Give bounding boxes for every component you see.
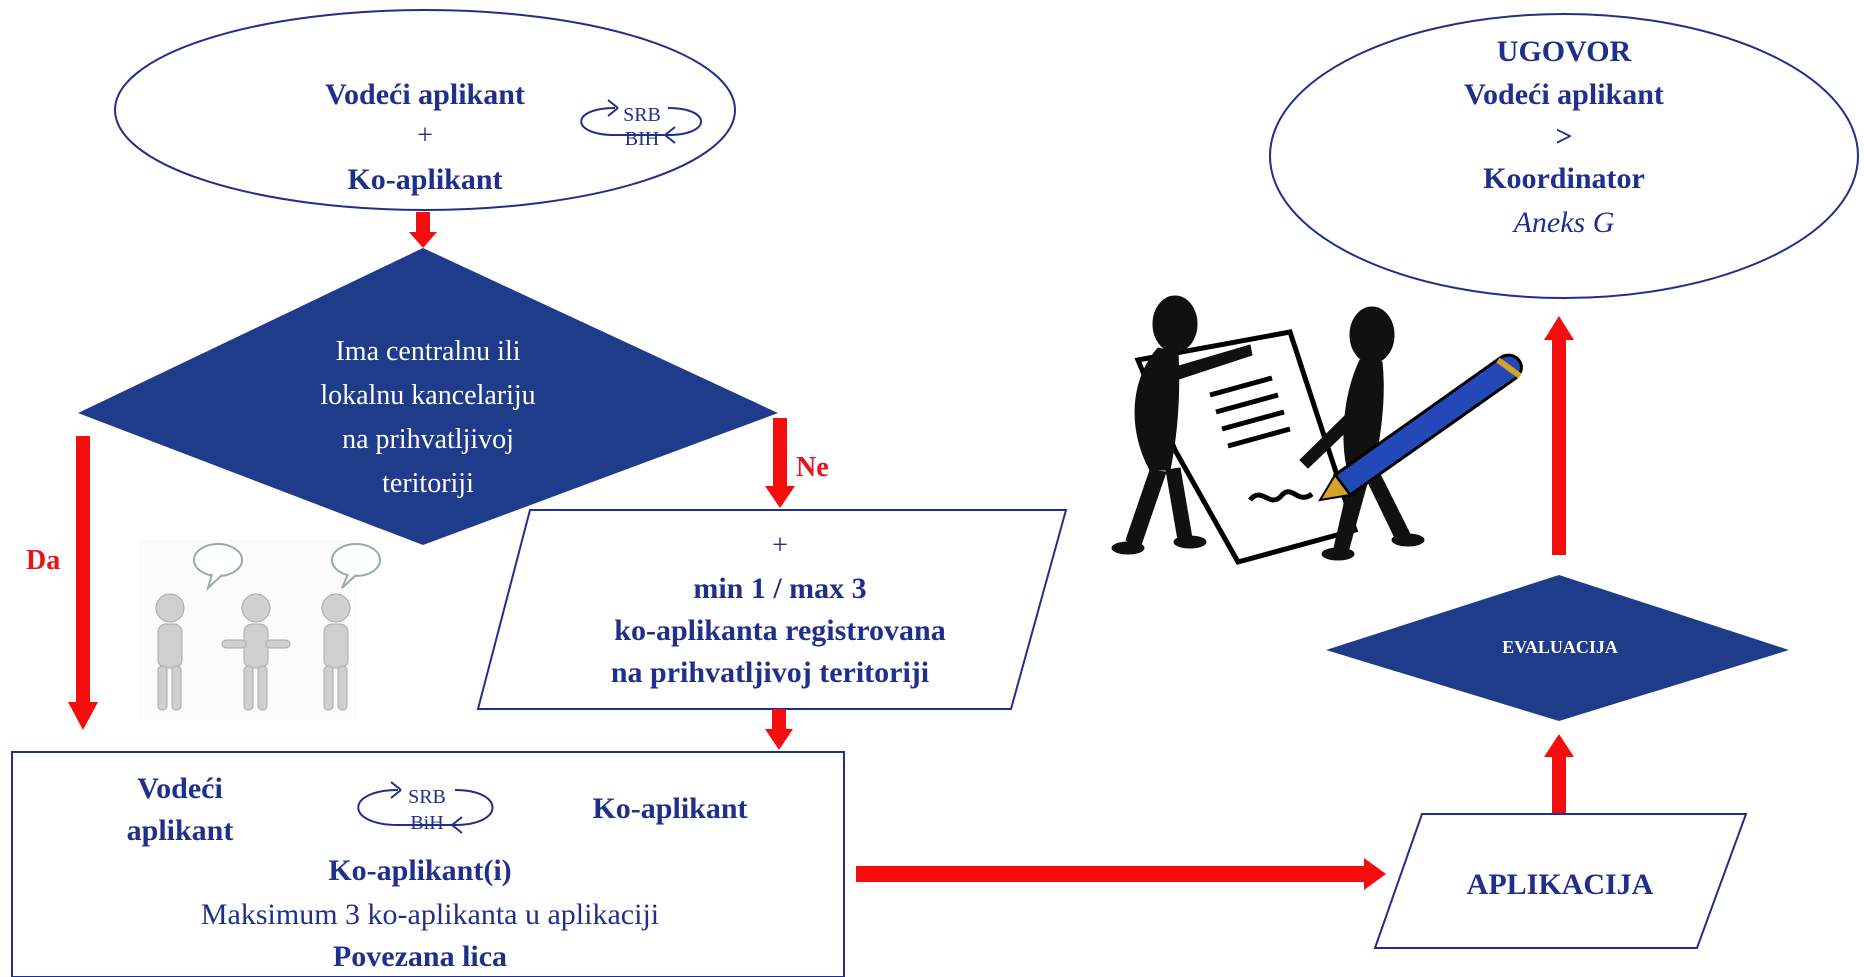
application-parallelogram (1373, 813, 1748, 949)
coapplicants-line3: ko-aplikanta registrovana (614, 614, 946, 647)
contract-line2: Vodeći aplikant (1464, 78, 1664, 111)
arrow-parallelogram-to-box (765, 709, 793, 750)
evaluation-diamond (1326, 575, 1789, 721)
application-text: APLIKACIJA (1466, 868, 1654, 901)
start-ellipse-line2: + (417, 120, 433, 151)
decision-diamond (78, 248, 778, 545)
box-related-line: Povezana lica (332, 940, 508, 973)
arrow-box-to-application (856, 858, 1386, 890)
arrow-no (765, 418, 795, 508)
arrow-application-to-evaluation (1544, 734, 1574, 813)
exchange-label-bottom: BIH (624, 128, 660, 150)
exchange-icon (580, 99, 702, 144)
box-exchange-bottom: BiH (410, 812, 444, 834)
label-no: Ne (796, 452, 829, 483)
contract-line5: Aneks G (1513, 206, 1615, 239)
exchange-icon-bottom (357, 781, 494, 834)
contract-ellipse (1269, 13, 1859, 299)
label-yes: Da (26, 545, 61, 576)
start-ellipse-line3: Ko-aplikant (347, 163, 503, 196)
coapplicants-parallelogram (476, 509, 1068, 710)
evaluation-text: EVALUACIJA (1502, 637, 1618, 657)
contract-line1: UGOVOR (1496, 35, 1632, 68)
contract-line4: Koordinator (1483, 162, 1645, 195)
contract-signing-figures-icon (1111, 295, 1523, 565)
partnership-box (11, 751, 845, 977)
exchange-label-top: SRB (623, 104, 661, 126)
three-people-talking-icon (138, 540, 381, 720)
box-lead-applicant: Vodeći aplikant (126, 772, 234, 847)
coapplicants-line4: na prihvatljivoj teritoriji (610, 656, 930, 689)
arrow-yes (68, 436, 98, 730)
start-ellipse (114, 9, 736, 211)
box-max-line: Maksimum 3 ko-aplikanta u aplikaciji (200, 898, 660, 931)
coapplicants-line1: + (772, 530, 788, 561)
box-exchange-top: SRB (408, 786, 446, 808)
contract-line3: > (1555, 120, 1573, 153)
decision-text: Ima centralnu ili lokalnu kancelariju na… (320, 336, 536, 499)
box-coapplicants-line: Ko-aplikant(i) (328, 854, 512, 887)
coapplicants-line2: min 1 / max 3 (693, 572, 867, 605)
box-coapplicant: Ko-aplikant (592, 792, 748, 825)
arrow-evaluation-to-contract (1544, 316, 1574, 555)
start-ellipse-line1: Vodeći aplikant (325, 78, 525, 111)
arrow-start-to-decision (409, 212, 437, 248)
